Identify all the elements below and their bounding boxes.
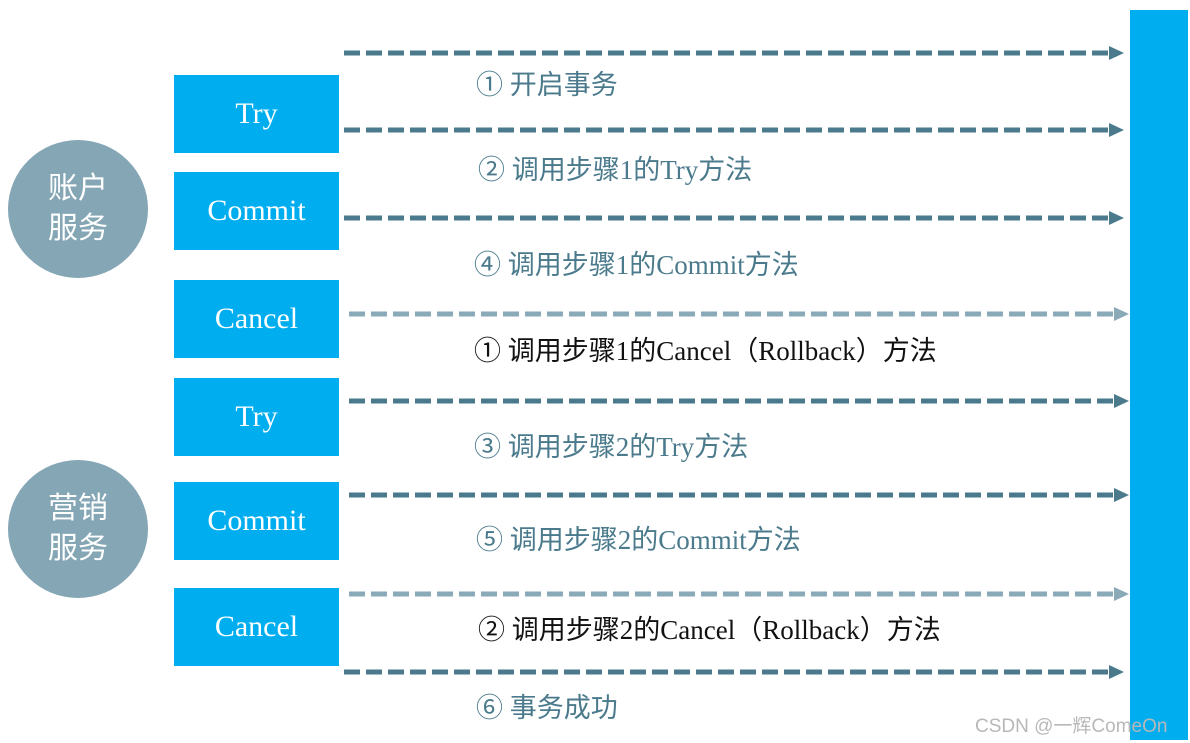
step-label-step2-cancel: ② 调用步骤2的Cancel（Rollback）方法	[478, 615, 941, 645]
arrow-transaction-success	[344, 665, 1124, 679]
marketing-service-label-line2: 服务	[48, 531, 108, 566]
step-label-step1-cancel: ① 调用步骤1的Cancel（Rollback）方法	[474, 336, 937, 366]
watermark: CSDN @一辉ComeOn	[975, 716, 1168, 737]
transaction-coordinator-bar	[1130, 10, 1188, 740]
arrow-step2-try	[349, 394, 1129, 408]
account-service-label-line2: 服务	[48, 211, 108, 246]
step-label-step2-commit: ⑤ 调用步骤2的Commit方法	[476, 525, 801, 555]
account-try-box: Try	[174, 75, 339, 153]
arrow-step2-cancel	[349, 587, 1129, 601]
marketing-service-circle: 营销 服务	[8, 460, 148, 598]
step-label-begin-transaction: ① 开启事务	[476, 70, 618, 100]
step-label-step2-try: ③ 调用步骤2的Try方法	[474, 432, 749, 462]
step-label-step1-try: ② 调用步骤1的Try方法	[478, 155, 753, 185]
account-service-label-line1: 账户	[48, 171, 108, 206]
account-service-circle: 账户 服务	[8, 140, 148, 278]
arrow-step1-try	[344, 123, 1124, 137]
marketing-service-label-line1: 营销	[48, 491, 108, 526]
arrow-step2-commit	[349, 488, 1129, 502]
arrow-begin-transaction	[344, 46, 1124, 60]
marketing-commit-box: Commit	[174, 482, 339, 560]
account-cancel-box: Cancel	[174, 280, 339, 358]
arrow-step1-commit	[344, 211, 1124, 225]
marketing-cancel-box: Cancel	[174, 588, 339, 666]
step-label-step1-commit: ④ 调用步骤1的Commit方法	[474, 250, 799, 280]
marketing-try-box: Try	[174, 378, 339, 456]
account-commit-box: Commit	[174, 172, 339, 250]
arrow-step1-cancel	[349, 307, 1129, 321]
step-label-transaction-success: ⑥ 事务成功	[476, 693, 618, 723]
